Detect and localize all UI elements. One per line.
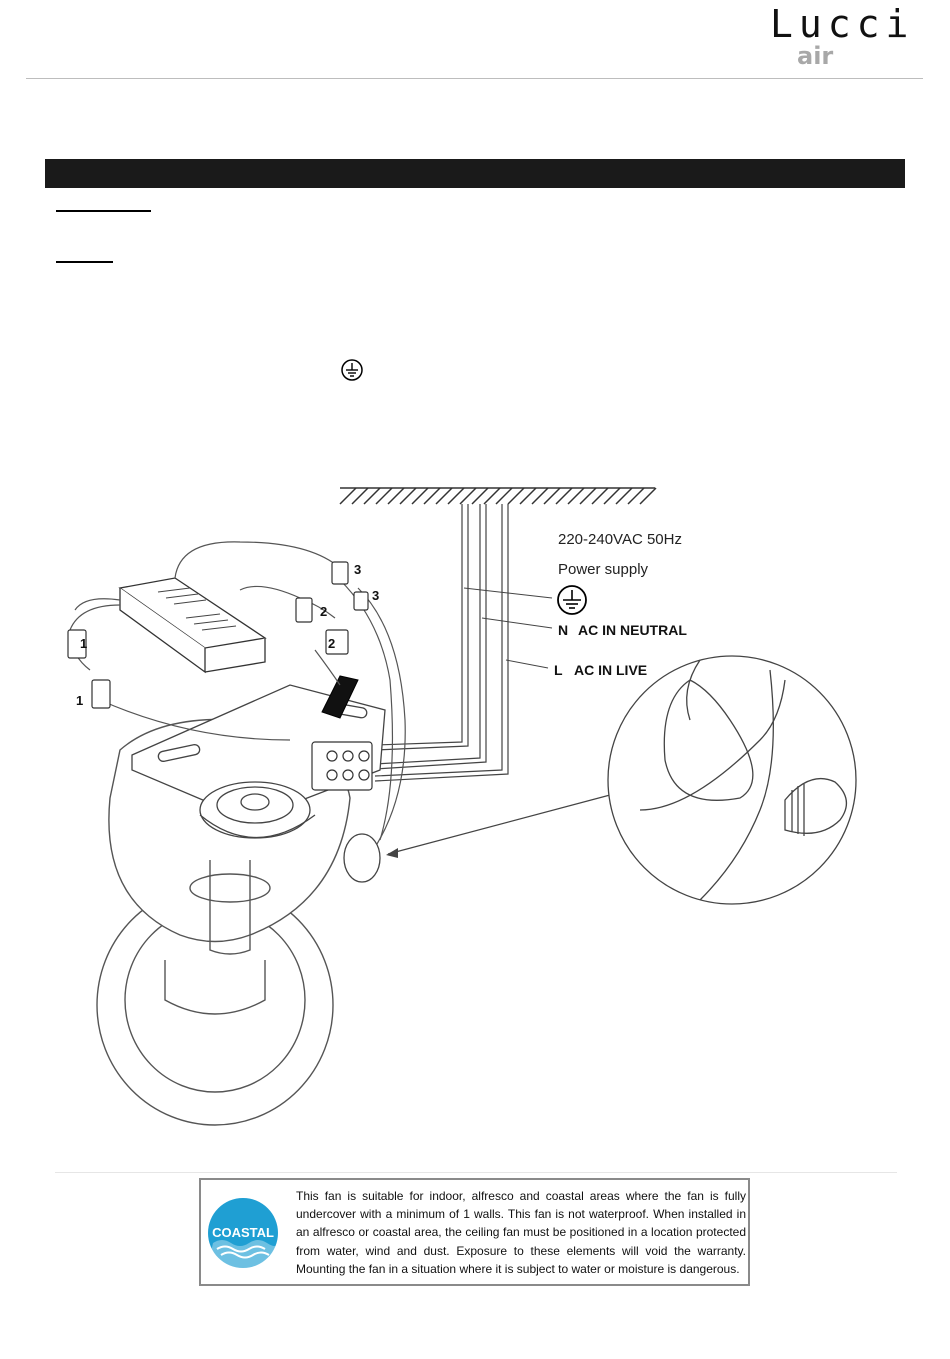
ceiling-hatch (339, 487, 657, 505)
brand-logo-sub: air (797, 42, 834, 70)
detail-magnifier (607, 655, 857, 905)
section-heading-bar (45, 159, 905, 188)
ir-sensor (343, 833, 381, 883)
wire-connectors (67, 561, 369, 709)
neutral-label: AC IN NEUTRAL (578, 622, 687, 638)
live-letter: L (554, 662, 563, 678)
connector-number: 1 (76, 693, 83, 708)
detail-arrow (387, 794, 611, 855)
connector-number: 1 (80, 636, 87, 651)
wiring-diagram: 220-240VAC 50Hz Power supply N AC IN NEU… (67, 487, 857, 1126)
brand-logo: Lucci (770, 2, 915, 46)
subheading-underline (56, 210, 151, 212)
detail-arrow-head (386, 848, 398, 858)
connector-number: 2 (328, 636, 335, 651)
coastal-badge-text: COASTAL (212, 1225, 274, 1240)
coastal-badge-icon: COASTAL (207, 1198, 279, 1269)
motor-hub (199, 781, 316, 839)
header-divider (26, 78, 923, 79)
footer-divider (55, 1172, 897, 1173)
supply-voltage-label: 220-240VAC 50Hz (558, 531, 682, 548)
coastal-notice: COASTAL This fan is suitable for indoor,… (199, 1178, 750, 1286)
terminal-block (311, 741, 373, 791)
neutral-letter: N (558, 622, 568, 638)
supply-label: Power supply (558, 561, 649, 578)
connector-number: 3 (354, 562, 361, 577)
earth-ground-icon (341, 359, 363, 381)
supply-wires (374, 504, 509, 782)
label-leader-lines (463, 587, 553, 669)
subheading-underline (56, 261, 113, 263)
receiver-box (118, 577, 267, 674)
earth-ground-icon (557, 585, 587, 615)
live-label: AC IN LIVE (574, 662, 647, 678)
connector-number: 2 (320, 604, 327, 619)
connector-number: 3 (372, 588, 379, 603)
connector-housing-black (321, 675, 359, 719)
coastal-notice-text: This fan is suitable for indoor, alfresc… (296, 1189, 746, 1276)
